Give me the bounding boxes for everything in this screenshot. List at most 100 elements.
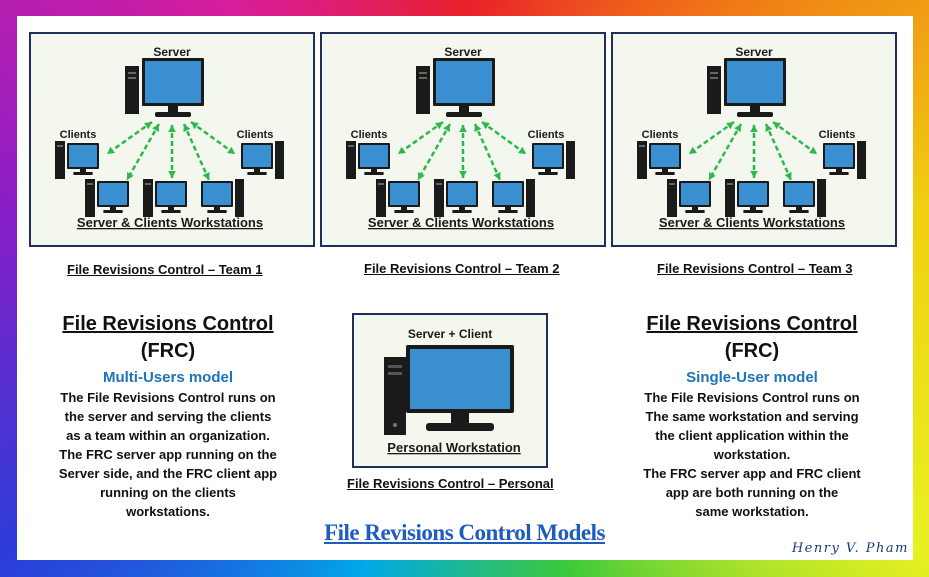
arrow-head [809,146,817,154]
connection-arrow [182,123,211,181]
server-icon [125,58,204,117]
server-label: Server [444,45,482,59]
client-right-icon [823,141,866,179]
right-line: app are both running on the [665,485,839,500]
arrow-head [459,170,467,178]
team-caption-2: File Revisions Control – Team 2 [364,261,560,276]
arrow-head [750,125,758,133]
connection-arrow [416,123,452,181]
connection-arrow [707,123,743,181]
personal-footer: Personal Workstation [387,440,520,455]
client-bottom-right-icon [201,179,244,217]
team-caption-3: File Revisions Control – Team 3 [657,261,853,276]
personal-panel: Server + Client Personal Workstation [352,313,548,468]
arrow-head [202,172,210,180]
arrow-head [443,124,450,132]
left-body: The File Revisions Control runs on the s… [40,388,296,521]
client-right-icon [532,141,575,179]
arrow-head [750,170,758,178]
arrow-head [493,172,501,180]
client-bottom-right-icon [783,179,826,217]
arrow-head [183,124,191,132]
arrow-head [784,172,792,180]
left-line: the server and serving the clients [64,409,272,424]
client-left-icon [637,141,681,179]
left-line: The File Revisions Control runs on [60,390,276,405]
right-model: Single-User model [686,369,818,386]
clients-right-label: Clients [528,129,565,141]
personal-top-label: Server + Client [408,327,492,341]
personal-workstation-diagram: Server + Client Personal Workstation [384,327,521,455]
client-bottom-left-icon [85,179,129,217]
arrow-head [709,172,716,180]
arrow-head [152,124,159,132]
left-line: as a team within an organization. [66,428,270,443]
clients-right-label: Clients [237,129,274,141]
connection-arrow [481,120,527,156]
monitor-icon [406,345,514,431]
arrow-head [107,146,115,154]
right-body: The File Revisions Control runs on The s… [624,388,880,521]
client-bottom-center-icon [725,179,769,217]
right-line: the client application within the [655,428,849,443]
arrow-head [398,146,406,154]
arrow-head [127,172,134,180]
server-label: Server [153,45,191,59]
server-label: Server [735,45,773,59]
right-line: The FRC server app and FRC client [643,466,861,481]
connection-arrow [190,120,236,156]
connection-arrow [473,123,502,181]
arrow-head [168,170,176,178]
left-line: Server side, and the FRC client app [58,466,278,481]
workstations-footer: Server & Clients Workstations [368,215,554,230]
clients-left-label: Clients [60,129,97,141]
left-abbr: (FRC) [140,340,196,362]
client-left-icon [346,141,390,179]
arrow-head [734,124,741,132]
single-user-description: File Revisions Control (FRC) Single-User… [624,313,880,521]
arrow-head [689,146,697,154]
right-abbr: (FRC) [724,340,780,362]
main-title: File Revisions Control Models [324,520,605,545]
connection-arrow [772,120,818,156]
left-model: Multi-Users model [102,369,234,386]
arrow-head [482,122,490,130]
connection-arrow [688,120,735,156]
arrow-head [773,122,781,130]
right-line: The same workstation and serving [645,409,859,424]
arrow-head [765,124,773,132]
arrow-head [418,172,425,180]
clients-left-label: Clients [642,129,679,141]
client-bottom-left-icon [667,179,711,217]
right-line: workstation. [713,447,791,462]
right-line: The File Revisions Control runs on [644,390,860,405]
signature: Henry V. Pham [791,541,909,556]
arrow-head [191,122,199,130]
client-left-icon [55,141,99,179]
tower-icon [384,357,406,435]
connection-arrow [106,120,153,156]
workstations-footer: Server & Clients Workstations [77,215,263,230]
client-bottom-center-icon [143,179,187,217]
clients-right-label: Clients [819,129,856,141]
server-icon [416,58,495,117]
left-line: running on the clients [100,485,236,500]
arrow-head [227,146,235,154]
arrow-head [474,124,482,132]
arrow-head [459,125,467,133]
left-line: The FRC server app running on the [59,447,277,462]
left-line: workstations. [126,504,210,519]
connection-arrow [764,123,793,181]
client-right-icon [241,141,284,179]
client-bottom-right-icon [492,179,535,217]
connection-arrow [125,123,161,181]
connection-arrow [397,120,444,156]
client-bottom-left-icon [376,179,420,217]
arrow-head [168,125,176,133]
personal-caption: File Revisions Control – Personal [347,476,554,491]
